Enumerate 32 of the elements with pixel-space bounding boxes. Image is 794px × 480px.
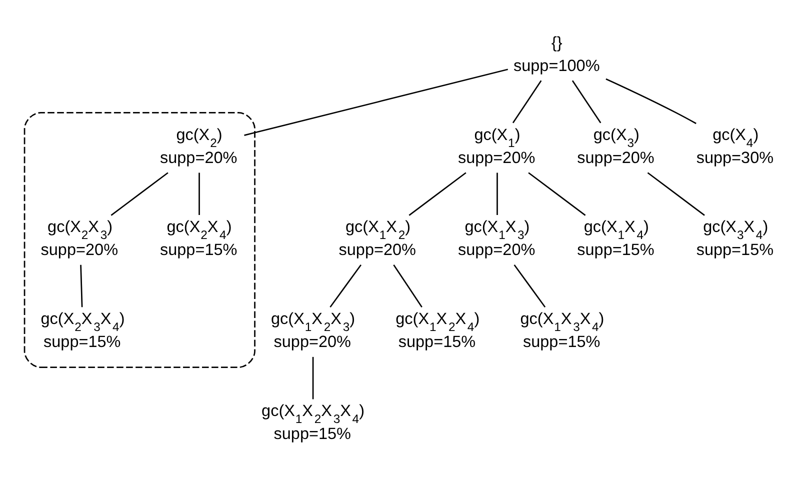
connector: [330, 264, 362, 308]
connector: [528, 172, 586, 216]
node-text: gc(X$_{4}$) supp=30%: [696, 126, 774, 167]
node-text: gc(X$_{1}$X$_{2}$X$_{3}$X$_{4}$) supp=15%: [262, 402, 364, 444]
connector: [514, 264, 546, 308]
cluster: [24, 112, 256, 368]
connector: [393, 264, 422, 308]
connector: [110, 172, 168, 216]
connector: [80, 264, 83, 308]
node-text: gc(X$_{1}$X$_{3}$) supp=20%: [458, 218, 536, 260]
connector: [606, 78, 696, 124]
connector: [647, 172, 705, 216]
node-text: {} supp=100%: [513, 34, 600, 75]
node-text: gc(X$_{2}$X$_{4}$) supp=15%: [160, 218, 238, 260]
connector: [244, 68, 508, 136]
node-text: gc(X$_{1}$X$_{2}$X$_{4}$) supp=15%: [396, 310, 480, 352]
node-text: gc(X$_{2}$X$_{3}$) supp=20%: [40, 218, 118, 260]
node-text: gc(X$_{1}$) supp=20%: [458, 126, 536, 167]
node-text: gc(X$_{1}$X$_{2}$) supp=20%: [338, 218, 416, 260]
node-text: gc(X$_{3}$X$_{4}$) supp=15%: [696, 218, 774, 260]
connector: [312, 356, 314, 400]
node-text: gc(X$_{2}$X$_{3}$X$_{4}$) supp=15%: [40, 310, 125, 352]
node-text: gc(X$_{1}$X$_{3}$X$_{4}$) supp=15%: [520, 310, 604, 352]
connector: [198, 172, 200, 215]
connector: [408, 172, 466, 216]
node-text: gc(X$_{2}$) supp=20%: [160, 126, 238, 167]
connector: [572, 80, 602, 124]
node-text: gc(X$_{1}$X$_{2}$X$_{3}$) supp=20%: [271, 310, 356, 352]
connector: [496, 172, 498, 215]
node-text: gc(X$_{3}$) supp=20%: [577, 126, 654, 167]
node-text: gc(X$_{1}$X$_{4}$) supp=15%: [577, 218, 654, 260]
connector: [512, 80, 542, 124]
